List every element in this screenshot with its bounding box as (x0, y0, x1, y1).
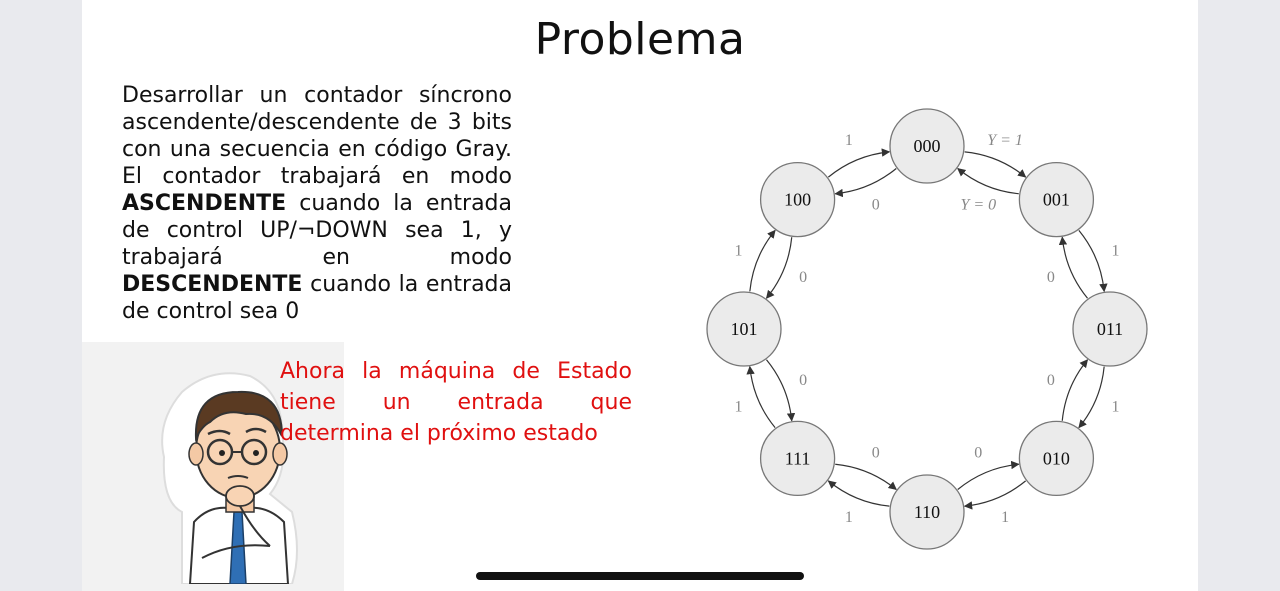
transition-010-to-110-label: 1 (1001, 509, 1009, 526)
state-circle (889, 108, 965, 184)
problem-paragraph: Desarrollar un contador síncrono ascende… (122, 82, 512, 325)
transition-011-to-010 (1078, 366, 1105, 429)
transition-111-to-110 (835, 463, 897, 491)
slide: Problema Desarrollar un contador síncron… (82, 0, 1198, 591)
transition-010-to-110 (963, 480, 1027, 510)
state-label: 110 (914, 502, 940, 522)
state-010: 010 (1018, 420, 1095, 497)
state-101: 101 (706, 291, 782, 367)
transition-001-to-000 (957, 167, 1019, 195)
state-circle (706, 291, 782, 367)
transition-101-to-111-label: 0 (799, 372, 807, 389)
state-000: 000 (889, 108, 965, 184)
paragraph-text-2: cuando la entrada de control UP/¬DOWN se… (122, 191, 512, 270)
transition-110-to-010-label: 0 (974, 444, 982, 461)
paragraph-text-3: cuando la entrada de control sea 0 (122, 272, 512, 324)
state-circle (1072, 291, 1148, 367)
state-110: 110 (889, 474, 965, 550)
transition-001-to-011 (1078, 229, 1108, 293)
state-label: 101 (731, 319, 758, 339)
state-circle (889, 474, 965, 550)
thinking-man-illustration (161, 372, 298, 584)
state-111: 111 (759, 420, 836, 497)
state-011: 011 (1072, 291, 1148, 367)
state-label: 010 (1043, 448, 1070, 468)
transition-101-to-111 (766, 359, 796, 422)
state-label: 000 (914, 136, 941, 156)
transition-010-to-011-label: 0 (1047, 372, 1055, 389)
transition-000-to-100 (834, 168, 897, 198)
state-label: 001 (1043, 190, 1070, 210)
transition-000-to-001 (964, 151, 1027, 178)
transition-111-to-110-label: 0 (872, 444, 880, 461)
transition-110-to-010 (957, 460, 1020, 490)
state-label: 111 (785, 448, 811, 468)
transition-011-to-010-label: 1 (1112, 399, 1120, 416)
state-circle (1018, 420, 1095, 497)
transition-000-to-001-label: Y = 1 (987, 132, 1023, 149)
paragraph-text-1: Desarrollar un contador síncrono ascende… (122, 83, 512, 189)
transition-111-to-101 (746, 365, 776, 429)
paragraph-bold-descendente: DESCENDENTE (122, 272, 303, 297)
state-circle (759, 161, 836, 238)
transition-101-to-100-label: 1 (734, 242, 742, 259)
transition-011-to-001-label: 0 (1047, 269, 1055, 286)
state-001: 001 (1018, 161, 1095, 238)
transition-001-to-000-label: Y = 0 (960, 197, 996, 214)
transition-100-to-000-label: 1 (845, 132, 853, 149)
state-circle (1018, 161, 1095, 238)
state-label: 011 (1097, 319, 1123, 339)
transition-100-to-101-label: 0 (799, 269, 807, 286)
transition-010-to-011 (1061, 359, 1089, 421)
transition-110-to-111 (827, 480, 890, 507)
paragraph-bold-ascendente: ASCENDENTE (122, 191, 287, 216)
transition-100-to-000 (827, 148, 891, 178)
transition-100-to-101 (765, 237, 793, 299)
state-circle (759, 420, 836, 497)
transition-011-to-001 (1058, 236, 1088, 299)
state-100: 100 (759, 161, 836, 238)
transition-000-to-100-label: 0 (872, 197, 880, 214)
transition-001-to-011-label: 1 (1112, 242, 1120, 259)
transition-110-to-111-label: 1 (845, 509, 853, 526)
slide-title: Problema (534, 14, 746, 65)
home-indicator[interactable] (476, 572, 804, 580)
transition-101-to-100 (749, 229, 776, 292)
state-machine-note: Ahora la máquina de Estado tiene un entr… (280, 359, 632, 446)
state-label: 100 (784, 190, 811, 210)
transition-111-to-101-label: 1 (734, 399, 742, 416)
